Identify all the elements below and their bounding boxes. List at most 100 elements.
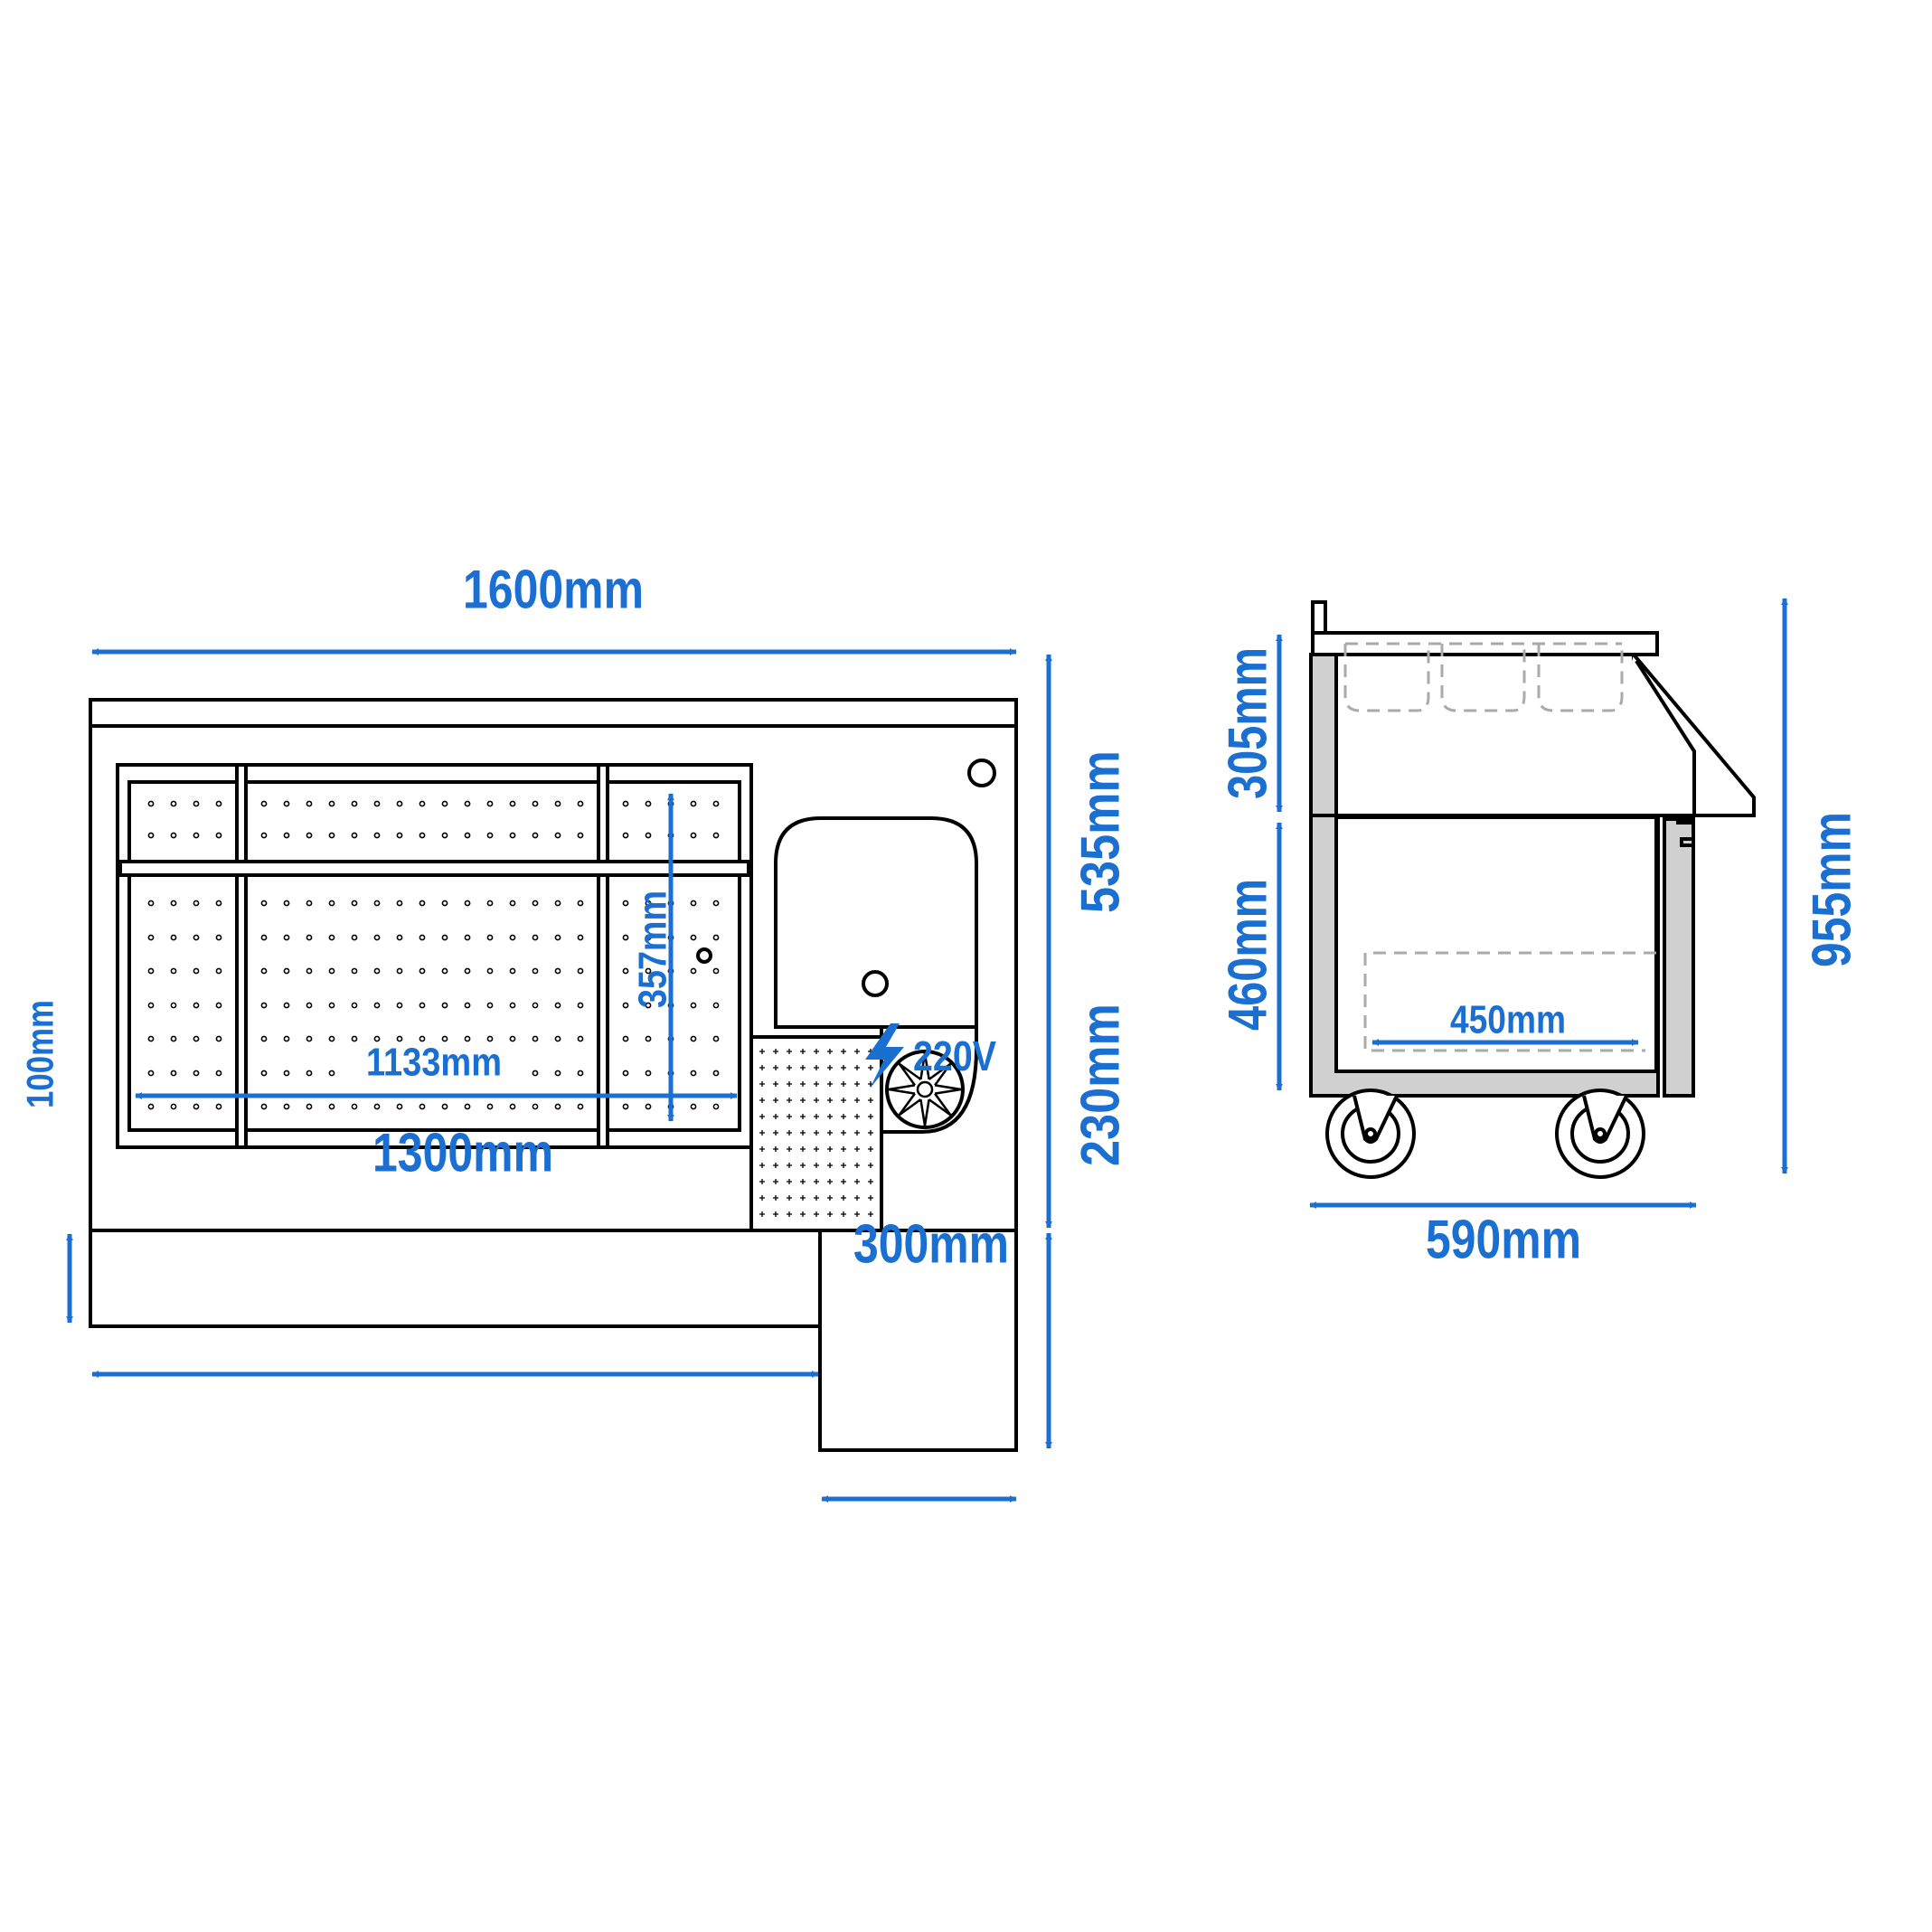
mesh-plus <box>854 1163 860 1168</box>
perforation-dot <box>645 800 652 807</box>
mesh-plus <box>759 1163 765 1168</box>
perforation-dot <box>486 800 494 807</box>
perforation-dot <box>441 1103 448 1110</box>
mesh-plus <box>800 1195 806 1201</box>
mesh-plus <box>773 1163 778 1168</box>
perforation-dot <box>554 934 561 941</box>
perforation-dot <box>215 800 222 807</box>
mesh-plus <box>854 1065 860 1070</box>
perforation-dot <box>396 800 403 807</box>
mesh-plus <box>800 1114 806 1119</box>
caster-right <box>1555 1089 1645 1179</box>
mesh-plus <box>854 1195 860 1201</box>
power-label: 220V <box>913 1032 996 1079</box>
perforation-dot <box>486 1002 494 1009</box>
mesh-plus <box>773 1130 778 1136</box>
perforation-dot <box>328 1035 335 1042</box>
caster-left <box>1325 1089 1416 1179</box>
mesh-plus <box>787 1195 792 1201</box>
perforation-dot <box>147 832 155 839</box>
perforation-dot <box>622 1035 629 1042</box>
perforation-dot <box>328 967 335 975</box>
perforation-dot <box>419 934 426 941</box>
mesh-plus <box>827 1114 833 1119</box>
perforation-dot <box>215 1103 222 1110</box>
perforation-dot <box>464 900 471 907</box>
perforation-dot <box>554 1002 561 1009</box>
perforation-dot <box>554 967 561 975</box>
mesh-plus <box>827 1146 833 1152</box>
perforation-dot <box>532 967 539 975</box>
perforation-dot <box>193 934 200 941</box>
perforation-dot <box>260 1103 268 1110</box>
mesh-plus <box>814 1049 819 1054</box>
mesh-plus <box>800 1179 806 1184</box>
mesh-plus <box>759 1081 765 1087</box>
mesh-plus <box>868 1211 873 1217</box>
perforation-dot <box>712 1070 720 1077</box>
mesh-plus <box>773 1179 778 1184</box>
mesh-plus <box>787 1179 792 1184</box>
perforation-dot <box>622 934 629 941</box>
mesh-plus <box>868 1098 873 1103</box>
perforation-dot <box>464 967 471 975</box>
perforation-dot <box>193 800 200 807</box>
perforation-dot <box>170 800 177 807</box>
perforation-dot <box>306 1070 313 1077</box>
perforation-dot <box>509 1002 516 1009</box>
perforation-dot <box>712 967 720 975</box>
mesh-plus <box>759 1114 765 1119</box>
mesh-plus <box>759 1065 765 1070</box>
perforation-dot <box>306 800 313 807</box>
perforation-dot <box>328 934 335 941</box>
perforation-dot <box>373 1103 381 1110</box>
perforation-dot <box>260 1002 268 1009</box>
perforation-dot <box>351 900 358 907</box>
mesh-plus <box>854 1130 860 1136</box>
perforation-dot <box>486 934 494 941</box>
mesh-plus <box>787 1130 792 1136</box>
perforation-dot <box>373 934 381 941</box>
perforation-dot <box>351 1002 358 1009</box>
sink-basin <box>774 816 978 1029</box>
divider-right <box>597 763 609 1149</box>
mesh-plus <box>868 1130 873 1136</box>
perforation-dot <box>645 1002 652 1009</box>
perforation-dot <box>373 967 381 975</box>
perforation-dot <box>554 832 561 839</box>
perforation-dot <box>147 1070 155 1077</box>
mesh-plus <box>841 1163 846 1168</box>
mesh-plus <box>800 1163 806 1168</box>
cabinet-door <box>1663 817 1695 1098</box>
perforation-dot <box>215 832 222 839</box>
perforation-dot <box>351 967 358 975</box>
perforation-dot <box>690 1070 697 1077</box>
mesh-plus <box>759 1211 765 1217</box>
mesh-plus <box>759 1049 765 1054</box>
mesh-plus <box>814 1114 819 1119</box>
perforation-dot <box>396 1103 403 1110</box>
perforation-dot <box>554 1070 561 1077</box>
perforation-dot <box>283 832 290 839</box>
mesh-plus <box>841 1195 846 1201</box>
mesh-plus <box>773 1114 778 1119</box>
mesh-plus <box>868 1179 873 1184</box>
perforation-dot <box>306 967 313 975</box>
perforation-dot <box>215 1002 222 1009</box>
mesh-plus <box>841 1098 846 1103</box>
mesh-plus <box>827 1049 833 1054</box>
perforation-dot <box>283 967 290 975</box>
rinser-spokes <box>888 1052 962 1126</box>
mesh-plus <box>868 1146 873 1152</box>
mesh-plus <box>827 1065 833 1070</box>
perforation-dot <box>396 900 403 907</box>
perforation-dot <box>147 1103 155 1110</box>
shelf-dashed <box>1363 951 1656 1052</box>
perforation-dot <box>486 1035 494 1042</box>
mesh-plus <box>800 1049 806 1054</box>
perforation-dot <box>532 934 539 941</box>
perforation-dot <box>260 934 268 941</box>
perforation-dot <box>486 1103 494 1110</box>
door-handle <box>1676 821 1695 847</box>
mesh-plus <box>800 1130 806 1136</box>
